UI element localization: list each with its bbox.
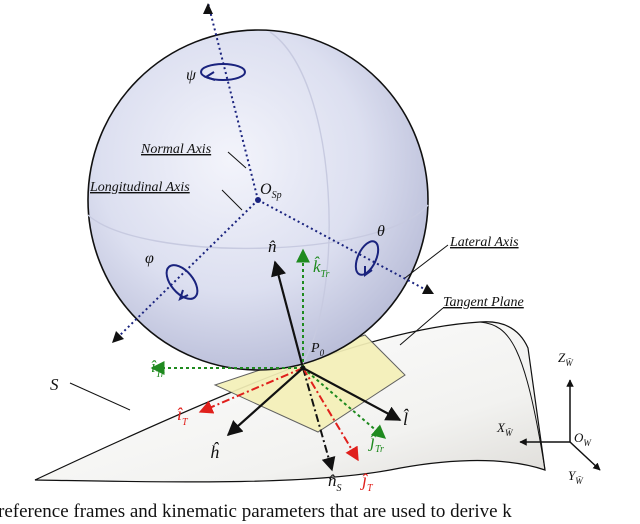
sphere-equator (87, 204, 429, 250)
phi-rotation-ring (165, 264, 199, 300)
n-hat-vector (271, 260, 305, 369)
label-h-hat: ĥ (210, 441, 220, 462)
normal-axis-leader (227, 151, 247, 169)
figure-caption-text: reference frames and kinematic parameter… (0, 501, 512, 522)
psi-rotation-arrow (203, 71, 216, 81)
label-longitudinal-axis: Longitudinal Axis (89, 180, 190, 195)
label-k-tr: k̂Tr (313, 257, 330, 280)
psi-rotation-ring (200, 63, 246, 81)
normal-axis-line (207, 2, 259, 201)
figure-caption: reference frames and kinematic parameter… (0, 500, 640, 524)
label-normal-axis: Normal Axis (140, 142, 212, 157)
theta-rotation-arrow (364, 266, 373, 277)
label-o-sp: OSp (260, 181, 282, 201)
label-p0: P0 (310, 341, 325, 358)
surface-leader (69, 382, 131, 411)
n-s-vector (302, 367, 336, 472)
longitudinal-axis-arrow (112, 331, 124, 343)
sphere-meridian (269, 31, 330, 369)
label-x-w: XW̄ (496, 420, 514, 438)
l-hat-vector (302, 367, 402, 421)
label-psi: ψ (186, 67, 197, 84)
label-j-t: ĵT (360, 470, 374, 494)
longitudinal-axis-leader (221, 189, 243, 211)
world-y-axis (569, 441, 601, 471)
i-t-vector (198, 367, 304, 414)
label-n-hat: n̂ (268, 237, 277, 256)
label-l-hat: l̂ (403, 408, 409, 429)
lateral-axis-leader (404, 244, 449, 279)
label-j-tr: ĵTr (368, 431, 384, 455)
label-lateral-axis: Lateral Axis (449, 235, 519, 250)
surface-fold (479, 321, 546, 471)
label-surface: S (50, 375, 59, 394)
label-phi: φ (145, 250, 154, 267)
label-o-w: OW (574, 430, 592, 448)
phi-rotation-arrow (178, 289, 189, 301)
origin-dot (255, 197, 261, 203)
theta-rotation-ring (354, 240, 380, 276)
label-y-w: YW̄ (568, 468, 584, 486)
label-i-tr: îTr (151, 357, 165, 380)
label-n-s: n̂S (328, 471, 342, 494)
j-t-vector (302, 367, 359, 462)
label-i-t: îT (177, 404, 189, 428)
p0-point (300, 365, 306, 371)
label-theta: θ (377, 223, 385, 240)
label-z-w: ZW̄ (558, 350, 574, 368)
h-hat-vector (226, 367, 304, 437)
label-tangent-plane: Tangent Plane (443, 295, 524, 310)
lateral-axis-arrow (422, 284, 434, 294)
normal-axis-arrow (203, 3, 213, 14)
tangent-plane-leader (399, 307, 444, 346)
